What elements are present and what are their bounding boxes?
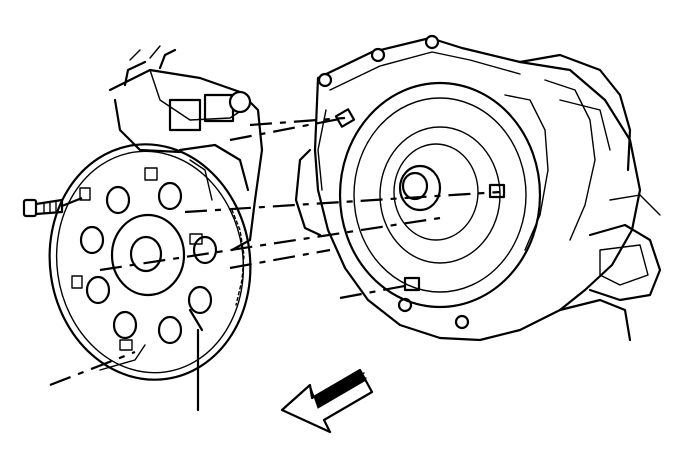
torque-converter-icon	[334, 81, 542, 309]
flexplate-icon	[48, 143, 252, 381]
alignment-lines	[49, 116, 501, 412]
transmission-icon	[294, 34, 662, 342]
arrow-left-icon	[280, 368, 374, 434]
engine-block-icon	[108, 45, 264, 252]
